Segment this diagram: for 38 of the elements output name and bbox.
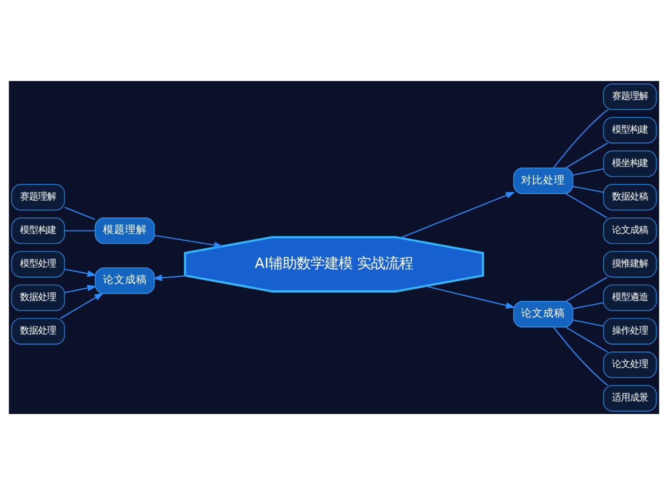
connector [572,319,604,327]
node-box: 数据处理 [11,318,65,344]
connector [572,186,604,193]
node-box: 赛题理解 [11,184,65,210]
connector [64,206,96,220]
arrow [425,285,516,309]
connector [572,168,604,176]
node-box: 论文成稿 [94,267,155,294]
node-box: 适用成景 [603,385,657,412]
connector [565,142,608,168]
node-box: 模题理解 [94,218,155,244]
node-box: 模型构建 [603,117,657,144]
arrow [400,192,516,238]
node-box: 操作处理 [603,318,657,344]
node-box: 摸惟建解 [603,251,657,278]
arrow [152,274,187,281]
connector [566,276,608,302]
node-box: 模型构建 [11,218,65,244]
node-box: 赛题理解 [603,84,657,110]
connector [553,326,608,386]
node-box: 数据处理 [11,284,65,311]
node-box: 数据处稿 [603,184,657,210]
arrow [64,284,97,294]
arrow [154,234,224,248]
connector [572,302,604,310]
connector [566,193,608,218]
arrow [64,268,97,277]
node-box: 论文处理 [603,352,657,378]
node-box: 对比处理 [513,168,574,194]
arrow [60,292,104,319]
node-box: 模型遴造 [603,284,657,311]
node-box: 模坐构建 [603,150,657,177]
node-box: 模型处理 [11,251,65,278]
node-box: 论文成稿 [603,218,657,244]
connector [64,230,96,232]
connector [565,326,608,352]
connector [553,109,608,168]
node-box: 论文成稿 [513,300,574,328]
